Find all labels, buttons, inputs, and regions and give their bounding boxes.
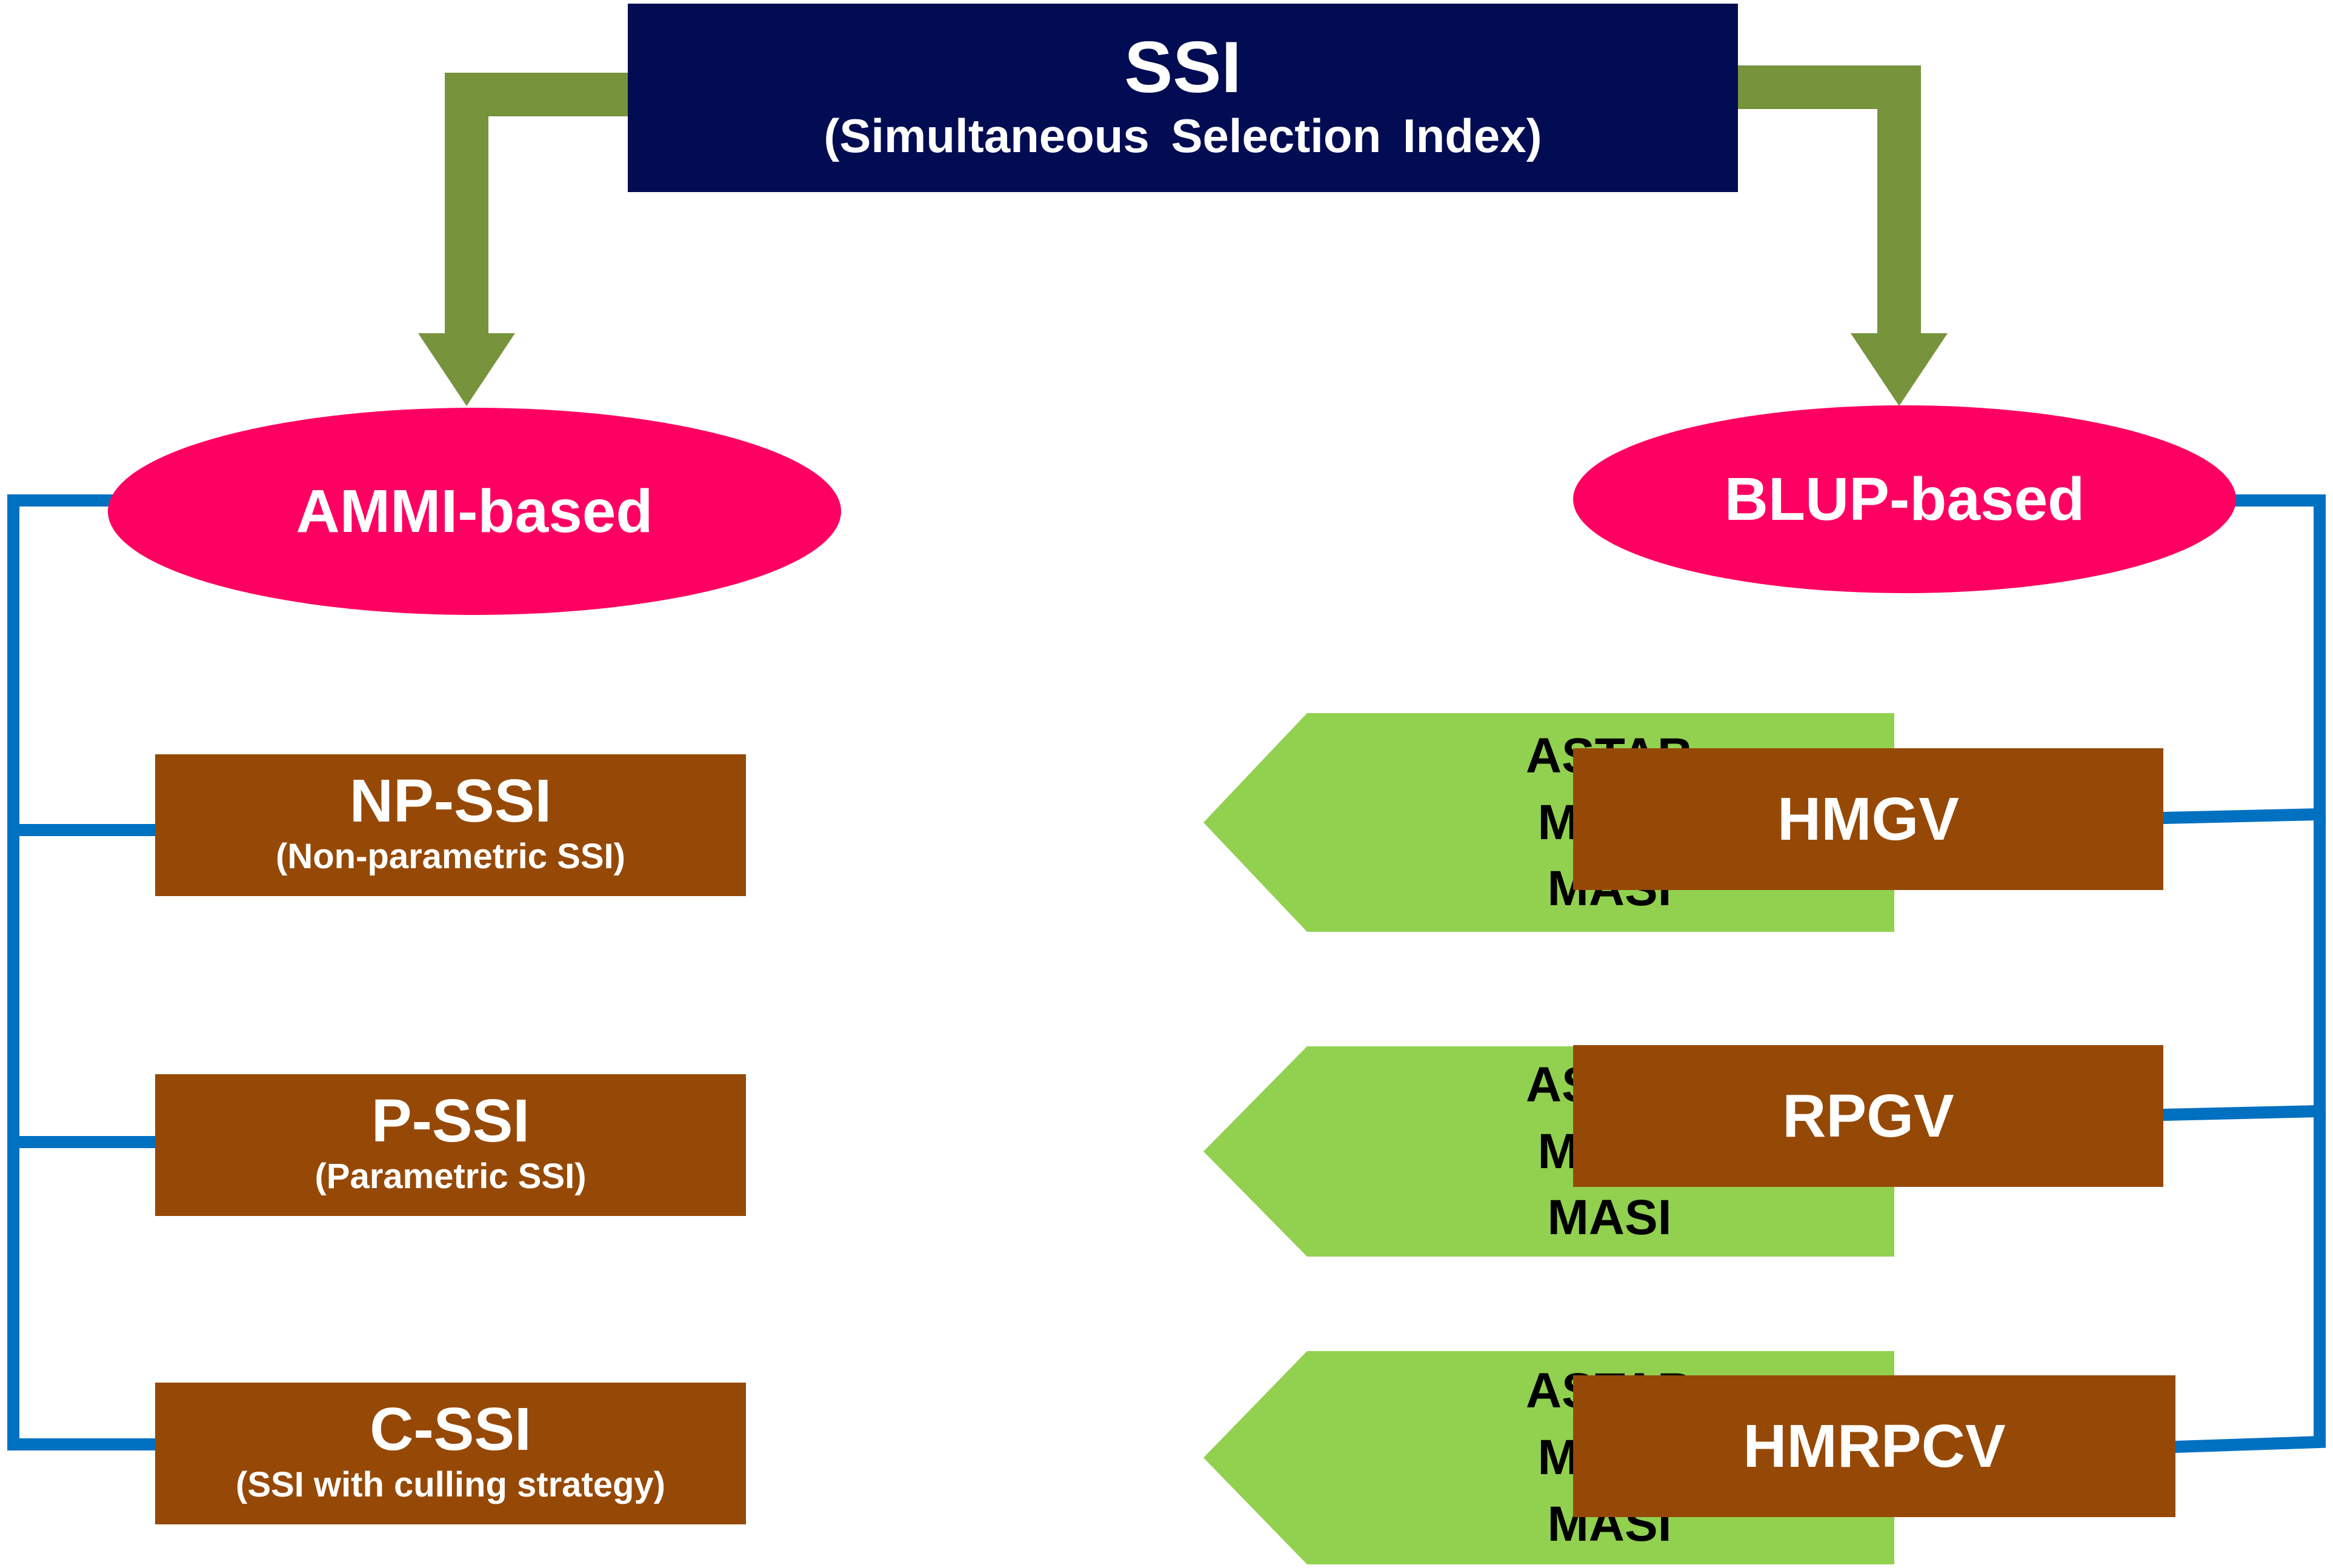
p-ssi-subtitle: (Parametric SSI) xyxy=(315,1157,587,1197)
blup-based-node: BLUP-based xyxy=(1573,405,2236,593)
blup-bracket xyxy=(2157,494,2326,1453)
hmrpcv-label: HMRPCV xyxy=(1743,1412,2006,1480)
ammi-based-label: AMMI-based xyxy=(296,477,653,545)
np-ssi-subtitle: (Non-parametric SSI) xyxy=(276,837,625,877)
arrow-root-to-blup xyxy=(1738,65,1948,406)
ammi-bracket xyxy=(7,494,155,1450)
root-node: SSI (Simultaneous Selection Index) xyxy=(628,4,1738,192)
hmgv-label: HMGV xyxy=(1777,785,1959,853)
p-ssi-node: P-SSI (Parametric SSI) xyxy=(155,1074,746,1216)
root-subtitle: (Simultaneous Selection Index) xyxy=(824,108,1542,162)
np-ssi-node: NP-SSI (Non-parametric SSI) xyxy=(155,754,746,896)
c-ssi-title: C-SSI xyxy=(370,1395,531,1464)
root-title: SSI xyxy=(1124,26,1242,108)
hmrpcv-node: HMRPCV xyxy=(1573,1375,2175,1517)
rpgv-node: RPGV xyxy=(1573,1045,2163,1187)
index-item: MASI xyxy=(1547,1190,1672,1246)
hmgv-node: HMGV xyxy=(1573,748,2163,890)
c-ssi-subtitle: (SSI with culling strategy) xyxy=(236,1465,665,1505)
arrow-root-to-ammi xyxy=(418,73,628,406)
p-ssi-title: P-SSI xyxy=(371,1087,530,1155)
c-ssi-node: C-SSI (SSI with culling strategy) xyxy=(155,1383,746,1524)
ammi-based-node: AMMI-based xyxy=(108,408,841,615)
np-ssi-title: NP-SSI xyxy=(349,767,552,835)
rpgv-label: RPGV xyxy=(1782,1081,1954,1150)
blup-based-label: BLUP-based xyxy=(1724,465,2085,533)
